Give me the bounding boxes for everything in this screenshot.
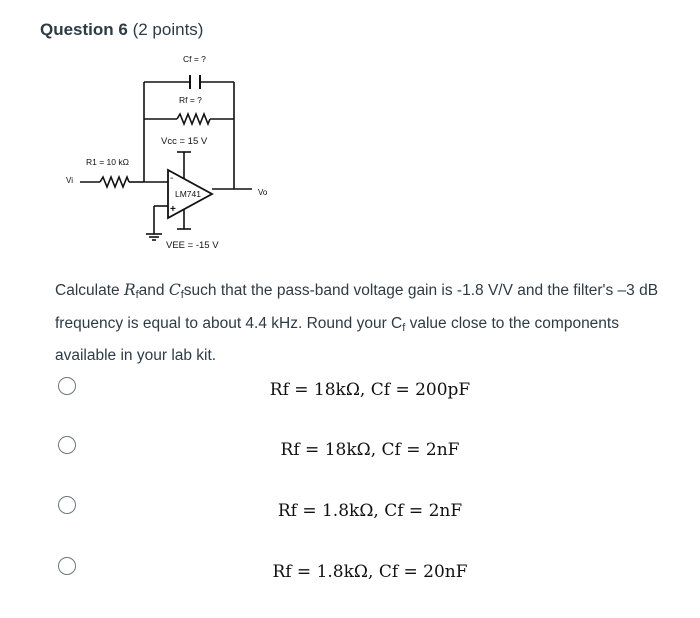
plus-sign: + xyxy=(170,204,176,215)
answer-text: Rf = 18kΩ, Cf = 2nF xyxy=(280,440,460,460)
answer-text: Rf = 1.8kΩ, Cf = 20nF xyxy=(272,562,468,582)
resistor-r1 xyxy=(99,174,130,190)
opamp-triangle xyxy=(167,168,214,220)
radio-button[interactable] xyxy=(58,377,76,395)
r1-label: R1 = 10 kΩ xyxy=(86,157,129,167)
question-prompt: Calculate Rfand Cfsuch that the pass-ban… xyxy=(55,281,659,364)
answer-option-4[interactable]: Rf = 1.8kΩ, Cf = 20nF xyxy=(0,538,700,594)
answer-option-1[interactable]: Rf = 18kΩ, Cf = 200pF xyxy=(0,358,700,414)
radio-button[interactable] xyxy=(58,557,76,575)
resistor-rf xyxy=(176,111,211,127)
circuit-diagram: Cf = ? Rf = ? Vcc = 15 V R1 = 10 kΩ Vi V… xyxy=(66,54,268,251)
minus-sign: - xyxy=(170,173,173,184)
answer-option-3[interactable]: Rf = 1.8kΩ, Cf = 2nF xyxy=(0,478,700,534)
question-title: Question 6 xyxy=(40,20,128,39)
answer-text: Rf = 18kΩ, Cf = 200pF xyxy=(269,380,471,400)
question-header: Question 6 (2 points) xyxy=(40,20,203,40)
answer-option-2[interactable]: Rf = 18kΩ, Cf = 2nF xyxy=(0,418,700,474)
cf-label: Cf = ? xyxy=(183,54,206,64)
question-points: (2 points) xyxy=(132,20,204,39)
vo-label: Vo xyxy=(258,188,268,197)
vcc-label: Vcc = 15 V xyxy=(161,136,208,147)
answer-text: Rf = 1.8kΩ, Cf = 2nF xyxy=(277,501,463,521)
opamp-label: LM741 xyxy=(175,189,201,199)
vee-label: VEE = -15 V xyxy=(166,240,219,251)
vi-label: Vi xyxy=(66,176,73,185)
rf-label: Rf = ? xyxy=(179,95,202,105)
capacitor-cf xyxy=(189,75,201,89)
radio-button[interactable] xyxy=(58,496,76,514)
radio-button[interactable] xyxy=(58,436,76,454)
